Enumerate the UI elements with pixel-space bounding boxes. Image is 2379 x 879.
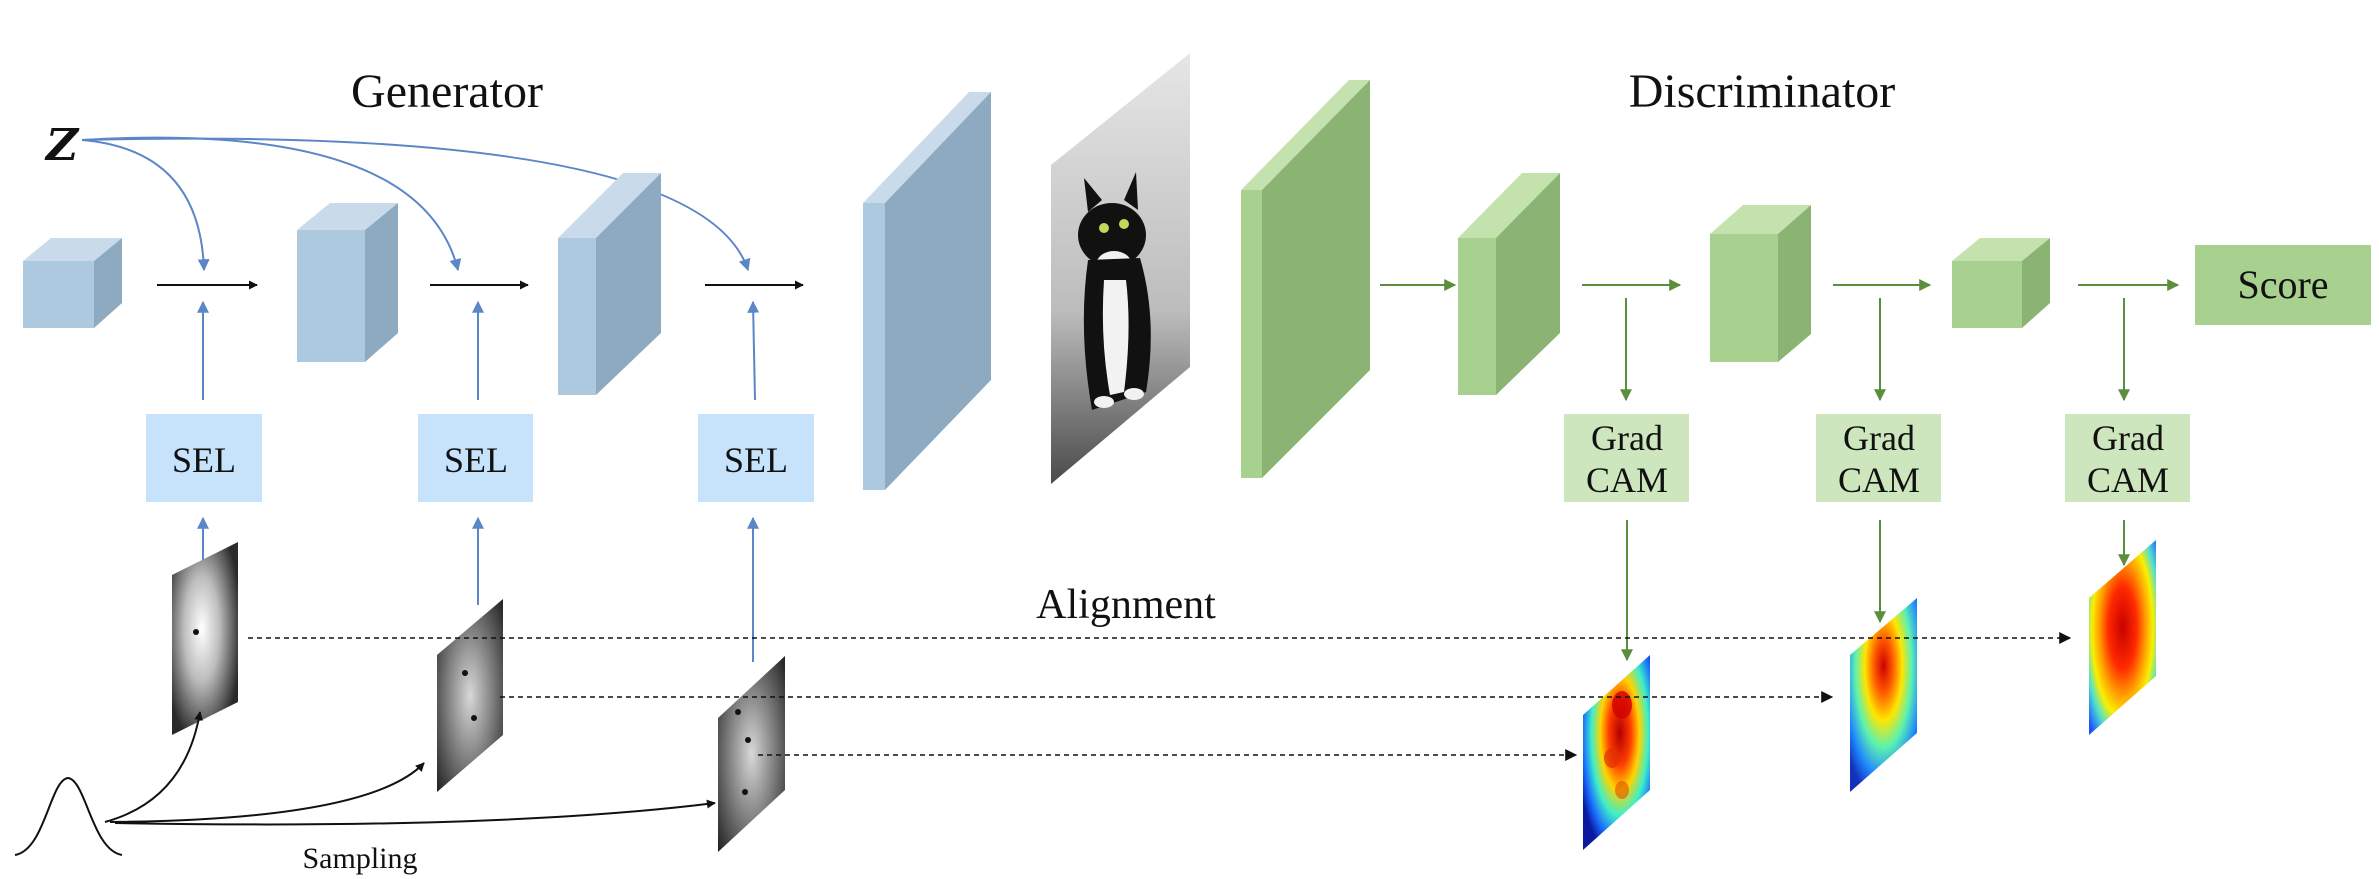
- gradcam-heatmap-icon: [1583, 655, 1650, 850]
- sel-block-2: SEL: [418, 414, 533, 502]
- alignment-label: Alignment: [1036, 582, 1216, 628]
- discriminator-block-3: [1710, 205, 1811, 362]
- score-label: Score: [2237, 262, 2328, 307]
- gradcam-block-3: Grad CAM: [2065, 414, 2190, 502]
- score-output: Score: [2195, 245, 2371, 325]
- generator-block-2: [297, 203, 398, 362]
- sel-to-flow-arrows: [197, 300, 760, 401]
- alignment-arrows: [248, 632, 2072, 761]
- generator-block-1: [23, 238, 122, 328]
- sel-label: SEL: [724, 440, 788, 480]
- gradcam-label-line2: CAM: [1838, 460, 1920, 500]
- gradcam-label-line1: Grad: [1843, 418, 1915, 458]
- saliency-map-icon: [718, 656, 785, 852]
- saliency-map-icon: [437, 599, 503, 792]
- gaussian-curve-icon: [14, 776, 123, 856]
- sel-block-1: SEL: [146, 414, 262, 502]
- sel-label: SEL: [172, 440, 236, 480]
- gradcam-block-2: Grad CAM: [1816, 414, 1941, 502]
- z-input-arrows: [81, 136, 751, 272]
- generator-title: Generator: [351, 65, 543, 118]
- generator-block-3: [558, 173, 661, 395]
- sampling-arrows: [104, 711, 716, 826]
- sel-label: SEL: [444, 440, 508, 480]
- gradcam-block-1: Grad CAM: [1564, 414, 1689, 502]
- gradcam-label-line2: CAM: [1586, 460, 1668, 500]
- discriminator-block-2: [1458, 173, 1560, 395]
- discriminator-block-4: [1952, 238, 2050, 328]
- flow-to-gradcam-arrows: [1620, 298, 2130, 402]
- z-latent-label: Z: [44, 120, 80, 171]
- cat-photo-icon: [1051, 53, 1190, 484]
- discriminator-title: Discriminator: [1629, 65, 1896, 118]
- gradcam-label-line1: Grad: [1591, 418, 1663, 458]
- gradcam-heatmap-icon: [1850, 598, 1917, 792]
- discriminator-block-1: [1241, 80, 1370, 478]
- sampling-label: Sampling: [302, 842, 417, 875]
- gradcam-to-heatmap-arrows: [1621, 520, 2130, 662]
- sel-block-3: SEL: [698, 414, 814, 502]
- gradcam-label-line1: Grad: [2092, 418, 2164, 458]
- gradcam-heatmap-icon: [2089, 540, 2156, 735]
- generator-block-4: [863, 92, 991, 490]
- gradcam-label-line2: CAM: [2087, 460, 2169, 500]
- saliency-map-icon: [172, 542, 238, 735]
